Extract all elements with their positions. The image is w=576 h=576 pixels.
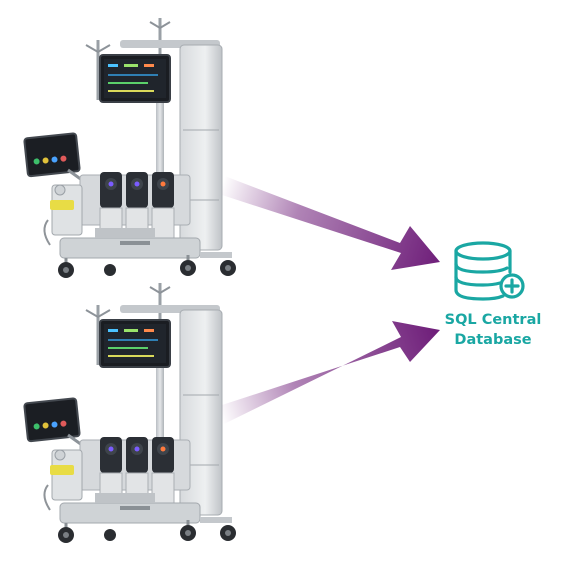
perfusion-system-bottom [22, 281, 238, 545]
database-label: SQL Central Database [428, 310, 558, 350]
database-label-line2: Database [454, 332, 532, 348]
database-plus-icon [454, 241, 525, 301]
database-label-line1: SQL Central [444, 312, 542, 328]
arrow-top-to-database [222, 175, 440, 270]
arrow-bottom-to-database [222, 321, 440, 425]
perfusion-system-top [22, 16, 238, 280]
